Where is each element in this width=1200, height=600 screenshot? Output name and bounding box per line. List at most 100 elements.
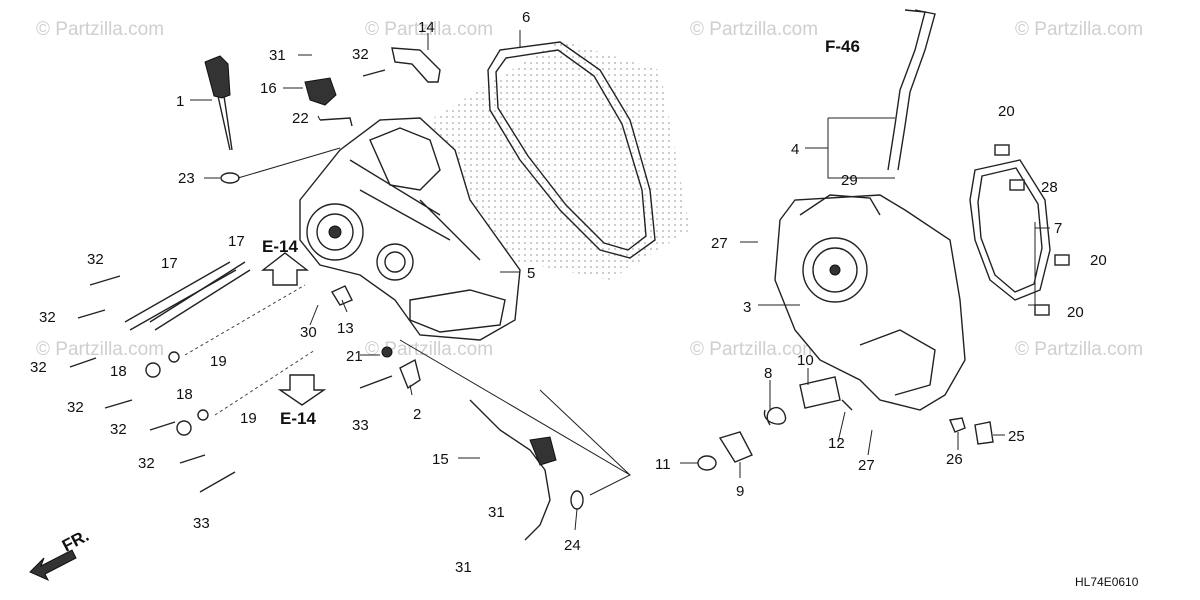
reference-label-e14: E-14	[280, 409, 316, 428]
callout-label: 25	[1008, 428, 1025, 445]
callout-label: 10	[797, 352, 814, 369]
leader-lines	[190, 30, 1050, 531]
callout-label: 9	[736, 483, 744, 500]
callout-label: 32	[110, 421, 127, 438]
reference-arrow-down	[277, 374, 327, 406]
callout-label: 8	[764, 365, 772, 382]
pin	[841, 399, 853, 411]
callout-label: 21	[346, 348, 363, 365]
callout-label: 32	[138, 455, 155, 472]
seal-washer	[381, 346, 393, 358]
callout-label: 2	[413, 406, 421, 423]
callout-label: 4	[791, 141, 799, 158]
callout-label: 23	[178, 170, 195, 187]
callout-label: 13	[337, 320, 354, 337]
o-ring	[570, 490, 584, 510]
callout-label: 3	[743, 299, 751, 316]
callout-label: 33	[193, 515, 210, 532]
callout-label: 32	[30, 359, 47, 376]
callout-label: 31	[455, 559, 472, 576]
callout-label: 19	[240, 410, 257, 427]
callout-label: 27	[711, 235, 728, 252]
diagram-code: HL74E0610	[1075, 575, 1139, 589]
front-direction-arrow	[29, 549, 77, 582]
gasket-right-cover-inner	[977, 167, 1043, 293]
left-crankcase-cover	[299, 117, 521, 341]
callout-label: 32	[352, 46, 369, 63]
callout-label: 32	[39, 309, 56, 326]
callout-label: 31	[269, 47, 286, 64]
dipstick	[204, 55, 240, 184]
flange-bolts	[69, 69, 393, 493]
callout-label: 20	[998, 103, 1015, 120]
dowel-pin	[994, 144, 1010, 156]
callout-label: 33	[352, 417, 369, 434]
dowel-pin	[1009, 179, 1025, 191]
callout-labels: 1 2 3 4 5 6 7 8 9 10 11 12 13 14 15 16 1…	[30, 9, 1107, 576]
callout-label: 1	[176, 93, 184, 110]
gasket-left-cover	[487, 41, 656, 259]
washer-right	[949, 417, 966, 433]
watermark-group: © Partzilla.com © Partzilla.com © Partzi…	[36, 19, 1143, 360]
callout-label: 17	[228, 233, 245, 250]
reference-label-f46: F-46	[825, 37, 860, 56]
watermark: © Partzilla.com	[690, 19, 818, 40]
callout-label: 18	[176, 386, 193, 403]
harness-connector	[529, 436, 557, 466]
gasket-left-cover-inner	[495, 49, 647, 251]
callout-label: 31	[488, 504, 505, 521]
dowel-pin	[1034, 304, 1050, 316]
watermark: © Partzilla.com	[36, 339, 164, 360]
arm	[718, 431, 753, 463]
drain-bolt	[974, 421, 994, 445]
callout-label: 26	[946, 451, 963, 468]
clamp	[399, 358, 421, 390]
nut	[176, 420, 192, 436]
long-bolt	[149, 261, 251, 331]
watermark: © Partzilla.com	[365, 19, 493, 40]
front-marker-label: FR.	[59, 526, 92, 556]
callout-label: 18	[110, 363, 127, 380]
callout-label: 15	[432, 451, 449, 468]
bracket	[391, 47, 441, 83]
gasket-right-cover	[969, 159, 1051, 301]
callout-label: 27	[858, 457, 875, 474]
callout-label: 14	[418, 19, 435, 36]
reference-label-e14: E-14	[262, 237, 298, 256]
cable-clamp	[330, 285, 353, 306]
callout-label: 6	[522, 9, 530, 26]
right-crankcase-cover	[774, 194, 966, 411]
reference-arrow-up	[260, 252, 310, 286]
speed-sensor	[304, 77, 337, 106]
watermark: © Partzilla.com	[36, 19, 164, 40]
shaft	[799, 376, 841, 409]
washer	[168, 351, 180, 363]
callout-label: 16	[260, 80, 277, 97]
callout-label: 11	[655, 456, 671, 473]
nut	[145, 362, 161, 378]
breather-hose-edge	[897, 9, 936, 171]
collar	[697, 455, 717, 471]
callout-label: 30	[300, 324, 317, 341]
long-bolt	[124, 261, 237, 331]
breather-hose	[887, 9, 926, 171]
callout-label: 24	[564, 537, 581, 554]
watermark: © Partzilla.com	[1015, 19, 1143, 40]
sensor-harness	[469, 399, 551, 541]
callout-label: 20	[1090, 252, 1107, 269]
watermark: © Partzilla.com	[690, 339, 818, 360]
watermark: © Partzilla.com	[365, 339, 493, 360]
callout-label: 5	[527, 265, 535, 282]
callout-label: 17	[161, 255, 178, 272]
stud-bolt-dashed	[184, 284, 316, 416]
callout-label: 12	[828, 435, 845, 452]
watermark: © Partzilla.com	[1015, 339, 1143, 360]
harness-guide-line	[399, 339, 632, 496]
background-logo-shape	[430, 40, 690, 280]
washer	[197, 409, 209, 421]
callout-label: 32	[87, 251, 104, 268]
clip	[319, 117, 353, 127]
callout-label: 28	[1041, 179, 1058, 196]
